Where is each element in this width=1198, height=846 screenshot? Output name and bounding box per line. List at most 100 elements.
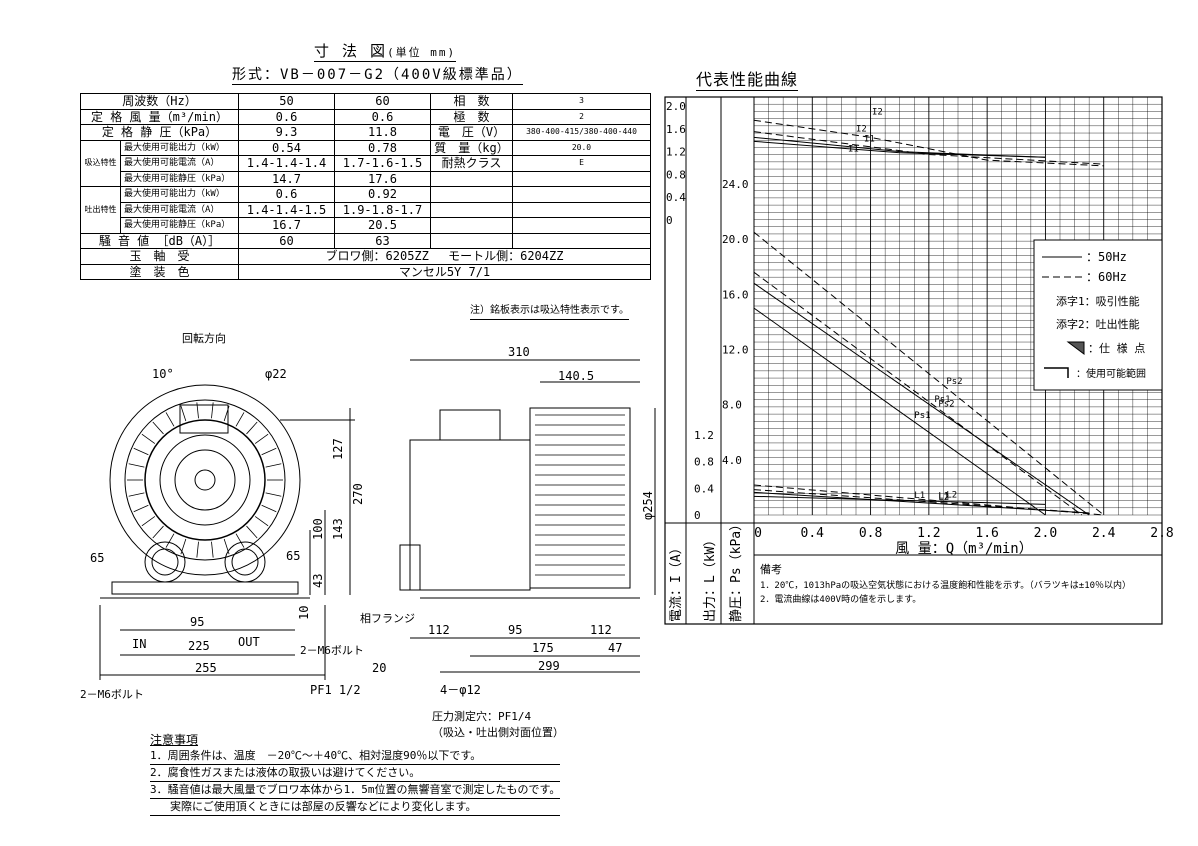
legend-sub1: 添字1：吸引性能 — [1056, 294, 1140, 308]
fin-line — [141, 433, 156, 444]
series-line — [753, 231, 1105, 516]
inlet-port — [144, 541, 186, 583]
fin-line — [165, 412, 175, 427]
series-label: L2 — [946, 491, 957, 501]
x-tick-label: 2.4 — [1092, 526, 1116, 541]
series-label: Ps2 — [946, 377, 962, 387]
out-label: OUT — [238, 635, 260, 649]
note-item: 1．周囲条件は、温度 －20℃～＋40℃、相対湿度90％以下です。 — [150, 748, 561, 765]
fin-line — [246, 421, 258, 435]
legend-spec-point: ：仕 様 点 — [1088, 341, 1145, 355]
spec-cell: 60 — [238, 232, 335, 249]
spec-cell: マンセル5Y 7/1 — [238, 263, 651, 280]
spec-cell: 14.7 — [238, 170, 335, 187]
l-tick-label: 0.4 — [694, 482, 714, 495]
fin-line — [152, 421, 164, 435]
dim-225: 225 — [188, 639, 210, 653]
spec-label: 騒 音 値 ［dB（A）］ — [80, 232, 239, 249]
legend-50hz: ：50Hz — [1086, 250, 1127, 264]
i-tick-label: 1.2 — [666, 146, 686, 159]
series-label: L1 — [914, 491, 925, 501]
i-tick-label: 2.0 — [666, 100, 686, 113]
x-tick-label: 0.4 — [801, 526, 825, 541]
series-line — [753, 136, 1046, 158]
ps-tick-label: 8.0 — [722, 399, 742, 412]
spec-row-paint: 塗 装 色マンセル5Y 7/1 — [80, 263, 651, 280]
x-tick-label: 0.8 — [859, 526, 882, 541]
spec-label: 最大使用可能電流（A） — [120, 201, 239, 218]
l-tick-label: 1.2 — [694, 429, 714, 442]
fin-line — [223, 538, 230, 555]
spec-cell: 1.7-1.6-1.5 — [334, 155, 431, 172]
drawing-unit: (単位 mm) — [387, 46, 457, 59]
remark-item: 2．電流曲線は400V時の値を示します。 — [760, 593, 921, 605]
spec-cell: 9.3 — [238, 124, 335, 141]
fan-casing — [529, 407, 631, 589]
pressure-position: （吸込・吐出側対面位置） — [432, 725, 564, 739]
spec-cell — [430, 170, 513, 187]
x-tick-label: 1.6 — [975, 526, 998, 541]
spec-cell: 380-400-415/380-400-440 — [512, 124, 651, 141]
dim-43: 43 — [311, 574, 325, 588]
spec-cell — [430, 217, 513, 234]
spec-cell: 電 圧（V） — [430, 124, 513, 141]
blower-housing — [109, 384, 301, 576]
spec-cell — [512, 217, 651, 234]
legend-usable-range: ：使用可能範囲 — [1076, 367, 1146, 380]
spec-cell: 0.78 — [334, 139, 431, 156]
dim-175: 175 — [532, 641, 554, 655]
fin-line — [265, 463, 282, 468]
series-label: I2 — [856, 124, 867, 134]
spec-cell: E — [512, 155, 651, 172]
holes-label: 4－φ12 — [440, 683, 481, 697]
spec-footnote: 注）銘板表示は吸込特性表示です。 — [470, 303, 629, 320]
x-tick-label: 0 — [754, 526, 762, 541]
note-item: 2．腐食性ガスまたは液体の取扱いは避けてください。 — [150, 765, 561, 782]
spec-label: 最大使用可能出力（kW） — [120, 139, 239, 156]
spec-cell: 2 — [512, 108, 651, 125]
spec-cell — [430, 201, 513, 218]
pf-label: PF1 1/2 — [310, 683, 361, 697]
dim-phi22: φ22 — [265, 367, 287, 381]
spec-cell: 0.92 — [334, 186, 431, 203]
spec-label: 最大使用可能出力（kW） — [120, 186, 239, 203]
fin-line — [261, 504, 277, 513]
rotation-label: 回転方向 — [182, 331, 226, 345]
fin-line — [235, 533, 245, 548]
fin-line — [128, 492, 145, 497]
i-tick-label: 0 — [666, 214, 673, 227]
dim-140-5: 140.5 — [558, 369, 594, 383]
notes-title: 注意事項 — [150, 733, 199, 747]
spec-cell: 0.6 — [238, 108, 335, 125]
dim-10: 10 — [297, 606, 311, 620]
fin-line — [133, 447, 149, 456]
bolt-right: 2－M6ボルト — [300, 644, 364, 657]
l-tick-label: 0 — [694, 509, 701, 522]
spec-label: 定 格 風 量（m³/min） — [80, 108, 239, 125]
spec-cell: 1.4-1.4-1.4 — [238, 155, 335, 172]
series-line — [753, 307, 1046, 516]
drawing-title: 寸 法 図(単位 mm) — [314, 40, 457, 62]
i-tick-label: 0.8 — [666, 168, 686, 181]
ps-tick-label: 12.0 — [722, 344, 749, 357]
fin-line — [246, 525, 258, 539]
outlet-port — [224, 541, 266, 583]
spec-cell — [430, 186, 513, 203]
spec-group-label: 吐出特性 — [80, 186, 121, 234]
fin-line — [165, 533, 175, 548]
fin-line — [141, 516, 156, 527]
dim-310: 310 — [508, 345, 530, 359]
legend-60hz: ：60Hz — [1086, 270, 1127, 284]
note-item: 3．騒音値は最大風量でブロワ本体から1．5m位置の無響音室で測定したものです。 — [150, 782, 561, 799]
spec-label: 玉 軸 受 — [80, 248, 239, 265]
dim-95-front: 95 — [190, 615, 204, 629]
spec-cell — [512, 186, 651, 203]
spec-cell: 60 — [334, 93, 431, 110]
dim-143: 143 — [331, 518, 345, 540]
